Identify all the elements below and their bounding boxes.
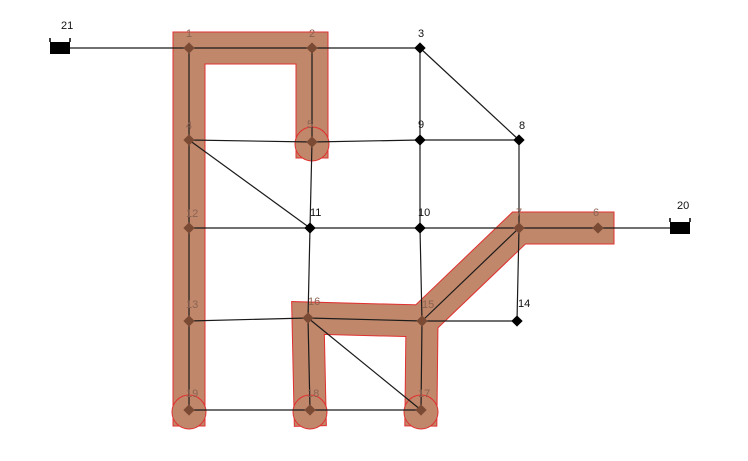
- junction-node-2[interactable]: [306, 42, 318, 54]
- junction-node-9[interactable]: [414, 134, 426, 146]
- reservoir-icon: [50, 42, 70, 54]
- highlight-path: [173, 32, 328, 158]
- node-label-9: 9: [418, 119, 424, 131]
- junction-node-11[interactable]: [304, 222, 316, 234]
- node-label-6: 6: [593, 207, 599, 219]
- pipe-11-16[interactable]: [307, 227, 311, 319]
- node-label-21: 21: [61, 20, 73, 32]
- junction-node-1[interactable]: [183, 42, 195, 54]
- node-label-16: 16: [308, 296, 320, 308]
- junction-node-10[interactable]: [414, 222, 426, 234]
- pipe-4-11[interactable]: [188, 139, 311, 229]
- node-label-10: 10: [418, 207, 430, 219]
- junction-node-13[interactable]: [183, 315, 195, 327]
- node-label-15: 15: [422, 299, 434, 311]
- junction-node-6[interactable]: [592, 222, 604, 234]
- junction-node-18[interactable]: [304, 404, 316, 416]
- highlight-layer: [171, 31, 615, 430]
- junction-node-12[interactable]: [183, 222, 195, 234]
- node-label-17: 17: [418, 388, 430, 400]
- node-label-5: 5: [307, 119, 313, 131]
- node-label-3: 3: [418, 28, 424, 40]
- pipe-7-14[interactable]: [516, 227, 520, 322]
- pipe-16-18[interactable]: [307, 317, 311, 411]
- node-label-18: 18: [307, 388, 319, 400]
- node-label-1: 1: [186, 28, 192, 40]
- node-layer: [49, 38, 691, 416]
- node-label-13: 13: [186, 299, 198, 311]
- node-label-19: 19: [186, 388, 198, 400]
- junction-node-14[interactable]: [511, 315, 523, 327]
- junction-node-8[interactable]: [513, 134, 525, 146]
- junction-node-4[interactable]: [183, 134, 195, 146]
- junction-node-19[interactable]: [183, 404, 195, 416]
- node-label-20: 20: [677, 200, 689, 212]
- node-label-11: 11: [310, 207, 321, 219]
- junction-node-15[interactable]: [416, 315, 428, 327]
- node-label-4: 4: [186, 120, 192, 132]
- junction-node-16[interactable]: [302, 312, 314, 324]
- junction-node-7[interactable]: [513, 222, 525, 234]
- pipe-15-17[interactable]: [420, 320, 423, 411]
- pipe-4-5[interactable]: [188, 139, 313, 143]
- node-label-12: 12: [186, 208, 198, 220]
- node-label-8: 8: [519, 120, 525, 132]
- pipe-16-17[interactable]: [307, 317, 422, 411]
- reservoir-20[interactable]: [669, 218, 691, 234]
- pipe-layer: [60, 47, 680, 411]
- reservoir-21[interactable]: [49, 38, 71, 54]
- node-label-2: 2: [309, 28, 315, 40]
- pipe-7-15[interactable]: [421, 227, 520, 322]
- junction-node-3[interactable]: [414, 42, 426, 54]
- pipe-13-16[interactable]: [188, 317, 309, 322]
- junction-node-17[interactable]: [415, 404, 427, 416]
- junction-node-5[interactable]: [306, 136, 318, 148]
- node-label-14: 14: [518, 298, 530, 310]
- pipe-3-8[interactable]: [419, 47, 520, 141]
- pipe-5-9[interactable]: [311, 139, 421, 143]
- node-label-7: 7: [516, 207, 522, 219]
- pipe-16-15[interactable]: [307, 317, 423, 322]
- pipe-10-15[interactable]: [419, 227, 423, 322]
- reservoir-icon: [670, 222, 690, 234]
- pipe-5-11[interactable]: [309, 141, 313, 229]
